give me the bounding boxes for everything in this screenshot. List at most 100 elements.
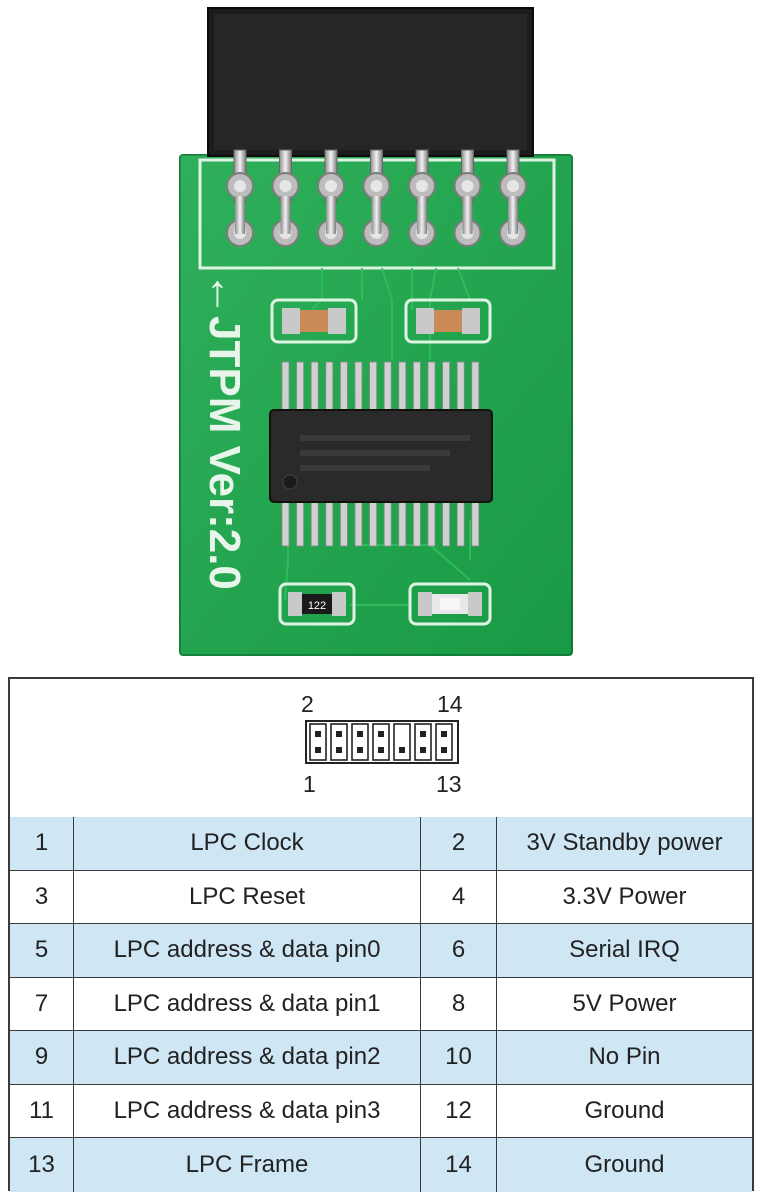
pin-function: 3.3V Power [562,882,687,910]
ic-leg [310,361,319,411]
ic-leg [427,361,436,411]
solder-joint-center [279,180,292,192]
table-row: 9 LPC address & data pin2 10 No Pin [10,1031,752,1085]
solder-joint-center [234,180,246,192]
pin-label-bottom-right: 13 [436,771,462,797]
pin-grid-dot [315,731,321,737]
pin-grid-dot [378,731,384,737]
ic-leg [296,501,305,547]
pin-function: LPC Clock [74,817,421,870]
pin-number: 2 [421,817,497,870]
pin-number: 1 [10,817,74,870]
pin-function: No Pin [588,1043,661,1071]
solder-joint-center [507,180,519,192]
resistor-marking: 122 [308,600,326,612]
pin-function: Ground [584,1150,665,1178]
pin-number: 14 [421,1138,497,1192]
pin-label-top-right: 14 [437,691,463,717]
ic-leg [427,501,436,547]
silkscreen-label: ←JTPM Ver:2.0 [200,272,249,590]
ic-chip [269,409,493,503]
ic-leg [456,501,465,547]
ic-leg [398,361,407,411]
pin-number: 4 [421,870,497,923]
pin-function: LPC address & data pin0 [74,924,421,977]
smd-resistor: 122 [278,582,356,626]
solder-joint-center [416,180,428,192]
pin-grid-cell [435,723,453,761]
pin-grid-dot [336,731,342,737]
pin-function: LPC Frame [74,1138,421,1192]
ic-leg [369,501,378,547]
ic-leg [456,361,465,411]
pin-number: 9 [10,1031,74,1084]
pin-number: 10 [421,1031,497,1084]
table-row: 5 LPC address & data pin0 6 Serial IRQ [10,924,752,978]
pin-function: 3V Standby power [526,829,723,857]
ic-leg [296,361,305,411]
pin-number: 11 [10,1084,74,1137]
table-row: 3 LPC Reset 4 3.3V Power [10,870,752,924]
pinout-rows: 1 LPC Clock 2 3V Standby power 3 LPC Res… [10,817,752,1192]
ic-leg [339,361,348,411]
pin-grid-icon [305,720,459,764]
pin-grid-dot [420,747,426,753]
pin-grid-dot [420,731,426,737]
header-pin-diagram: 2 14 1 13 [10,679,752,818]
pin-grid-cell [372,723,390,761]
pin-function: 5V Power [572,989,677,1017]
pin-label-top-left: 2 [301,691,314,717]
header-pins [226,149,527,247]
pin-grid-dot [441,731,447,737]
pin-number: 3 [10,870,74,923]
pin-number: 6 [421,924,497,977]
smd-led [408,582,492,626]
pin-grid-dot [357,747,363,753]
header-pin-lead [371,196,382,234]
pin-grid-dot [336,747,342,753]
pin-grid-cell [414,723,432,761]
pin-grid-cell [393,723,411,761]
solder-joint-center [461,180,474,192]
header-pin-lead [235,196,245,234]
ic-leg [412,501,421,547]
pin-function: LPC Reset [74,870,421,923]
table-row: 1 LPC Clock 2 3V Standby power [10,817,752,871]
pin-function: LPC address & data pin2 [74,1031,421,1084]
pin-grid-dot [441,747,447,753]
table-row: 13 LPC Frame 14 Ground [10,1138,752,1192]
pin-number: 13 [10,1138,74,1192]
pin-number: 7 [10,977,74,1030]
pin-grid-cell [309,723,327,761]
ic-leg [354,501,363,547]
ic-leg [281,361,290,411]
pin-function: Serial IRQ [569,936,680,964]
pin-number: 12 [421,1084,497,1137]
ic-leg [398,501,407,547]
header-pin-lead [508,196,518,234]
solder-joint-center [370,180,383,192]
ic-leg [339,501,348,547]
smd-capacitor-left [270,298,358,344]
smd-capacitor-right [404,298,492,344]
pin-grid-dot [378,747,384,753]
ic-leg [325,501,334,547]
pinout-table: 2 14 1 13 1 LPC Clock 2 3V Standby power… [8,677,754,1192]
pin-function: LPC address & data pin3 [74,1084,421,1137]
pin-grid-dot [399,747,405,753]
pin-grid-cell [330,723,348,761]
pin-grid-dot [357,731,363,737]
tpm-module-illustration: 122 ←JTPM Ver:2.0 [179,7,573,656]
table-row: 11 LPC address & data pin3 12 Ground [10,1084,752,1138]
pin-grid-dot [315,747,321,753]
ic-legs [281,361,480,547]
ic-leg [354,361,363,411]
ic-leg [471,501,480,547]
ic-leg [325,361,334,411]
ic-leg [281,501,290,547]
ic-leg [310,501,319,547]
header-pin-lead [417,196,427,234]
ic-leg [442,361,451,411]
pin-number: 8 [421,977,497,1030]
ic-leg [442,501,451,547]
